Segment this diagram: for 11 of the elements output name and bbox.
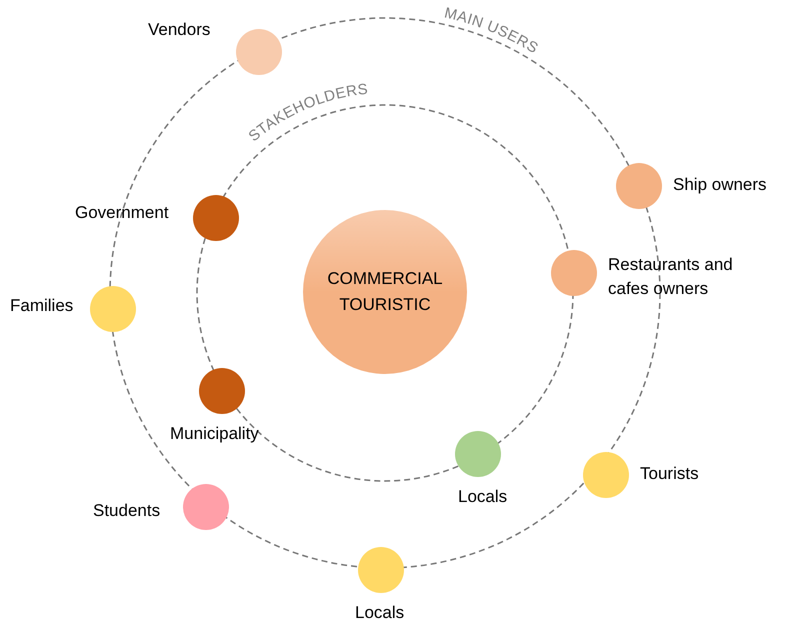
center-title: COMMERCIAL TOURISTIC <box>326 268 444 316</box>
stakeholder-label: Ship owners <box>673 174 767 196</box>
stakeholder-label: Vendors <box>148 19 210 41</box>
stakeholder-label: Restaurants and cafes owners <box>608 254 734 300</box>
stakeholder-label: Locals <box>458 486 508 508</box>
stakeholder-label: Families <box>10 295 74 317</box>
stakeholder-label: Government <box>75 202 169 224</box>
stakeholder-label: Students <box>93 500 160 522</box>
stakeholder-label: Tourists <box>640 463 699 485</box>
stakeholder-label: Municipality <box>170 423 259 445</box>
stakeholder-label: Locals <box>355 602 404 624</box>
